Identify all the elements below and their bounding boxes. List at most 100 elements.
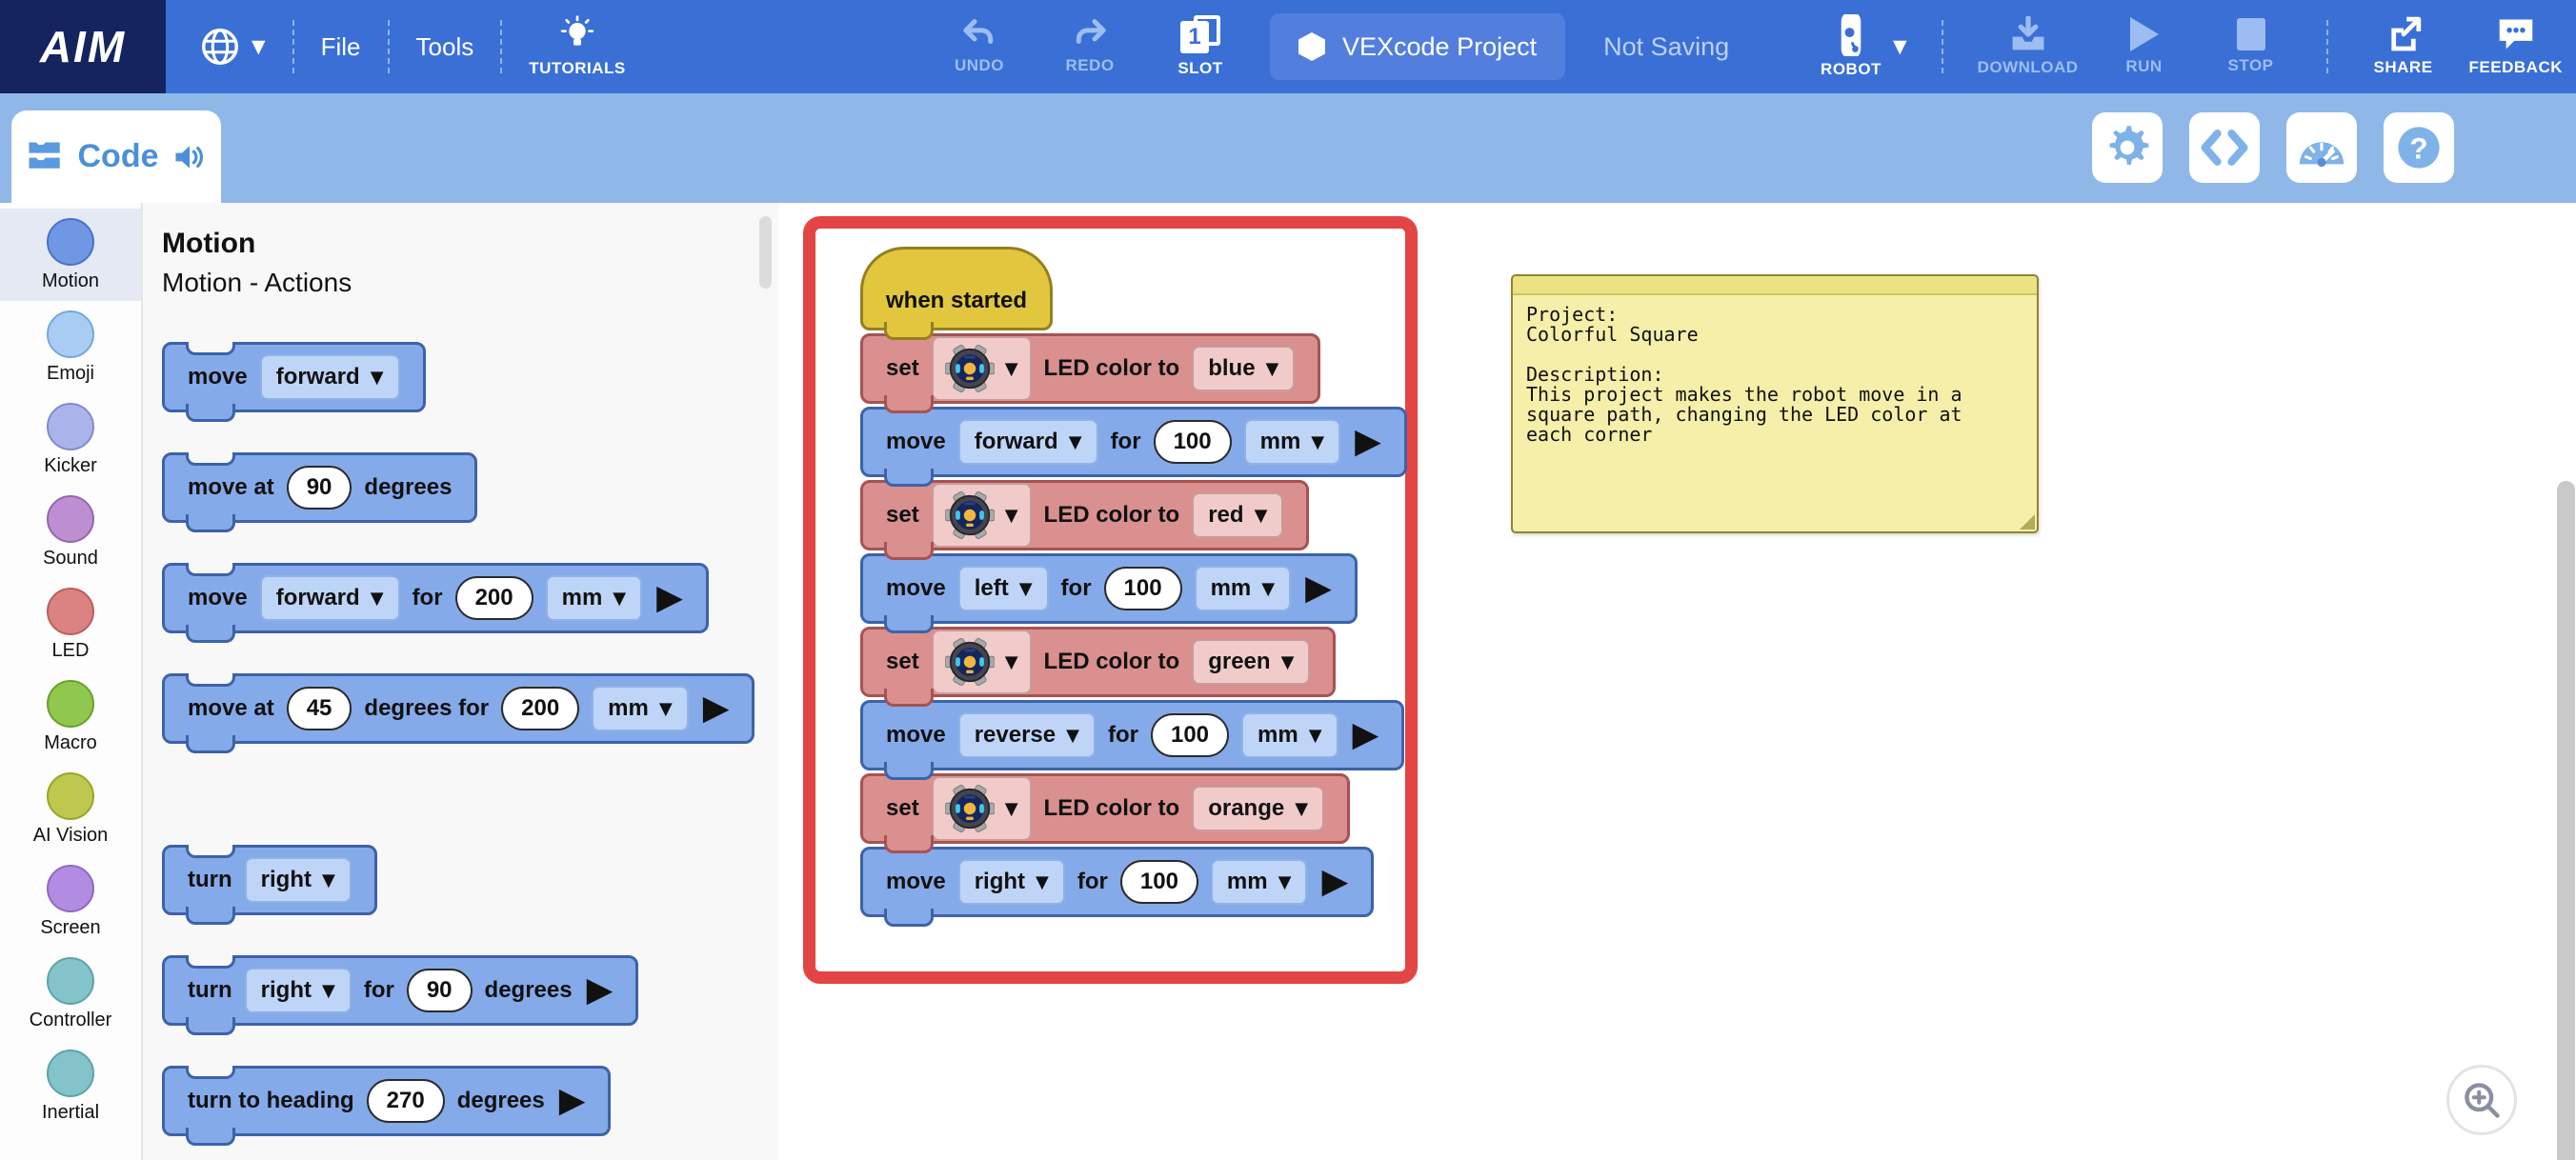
zoom-in-button[interactable] (2446, 1065, 2517, 1135)
comment-text[interactable]: Project: Colorful Square Description: Th… (1526, 303, 1962, 446)
sidebar-item-kicker[interactable]: Kicker (0, 393, 141, 486)
robot-selector-dropdown[interactable]: ▼ (931, 776, 1032, 841)
dropdown-blue[interactable]: blue▼ (1192, 346, 1296, 391)
dropdown-right[interactable]: right▼ (244, 857, 352, 903)
sidebar-item-led[interactable]: LED (0, 578, 141, 670)
number-input[interactable]: 100 (1150, 713, 1230, 757)
expand-arrow-icon[interactable]: ▶ (558, 1081, 586, 1120)
toolbar-row: Code (0, 93, 2576, 203)
project-comment-note[interactable]: Project: Colorful Square Description: Th… (1511, 274, 2039, 533)
redo-button[interactable]: REDO (1049, 18, 1131, 75)
tab-code[interactable]: Code (11, 110, 221, 203)
block-label: for (1110, 429, 1141, 454)
stop-button[interactable]: STOP (2210, 18, 2292, 75)
sidebar-item-screen[interactable]: Screen (0, 855, 141, 948)
undo-button[interactable]: UNDO (938, 18, 1020, 75)
dropdown-mm[interactable]: mm▼ (1210, 859, 1308, 905)
number-input[interactable]: 100 (1119, 860, 1198, 904)
page-scrollbar[interactable] (2557, 481, 2575, 1160)
tutorials-button[interactable]: TUTORIALS (529, 15, 625, 78)
dropdown-mm[interactable]: mm▼ (1194, 566, 1292, 611)
download-icon (2012, 16, 2043, 50)
share-button[interactable]: SHARE (2363, 16, 2445, 77)
dropdown-reverse[interactable]: reverse▼ (957, 712, 1096, 758)
dropdown-red[interactable]: red▼ (1192, 492, 1284, 538)
number-input[interactable]: 90 (406, 969, 473, 1012)
comment-title-bar[interactable] (1513, 276, 2037, 295)
tools-menu[interactable]: Tools (415, 31, 474, 61)
dropdown-value: mm (561, 585, 603, 610)
category-color-dot (47, 679, 94, 728)
run-button[interactable]: RUN (2103, 17, 2185, 76)
number-input[interactable]: 200 (454, 576, 533, 620)
sidebar-item-emoji[interactable]: Emoji (0, 301, 141, 393)
aim-logo[interactable]: AIM (0, 0, 166, 93)
number-input[interactable]: 90 (286, 466, 352, 510)
dropdown-left[interactable]: left▼ (957, 566, 1049, 611)
language-selector[interactable]: ▼ (198, 25, 266, 69)
sidebar-item-macro[interactable]: Macro (0, 670, 141, 763)
file-menu[interactable]: File (320, 31, 361, 61)
dropdown-mm[interactable]: mm▼ (1241, 712, 1338, 758)
robot-selector-dropdown[interactable]: ▼ (931, 630, 1032, 694)
monitor-button[interactable] (2286, 112, 2357, 183)
dropdown-right[interactable]: right▼ (957, 859, 1065, 905)
help-button[interactable]: ? (2384, 112, 2454, 183)
sidebar-item-ai-vision[interactable]: AI Vision (0, 763, 141, 855)
dropdown-mm[interactable]: mm▼ (545, 575, 643, 621)
dropdown-green[interactable]: green▼ (1192, 639, 1311, 685)
download-button[interactable]: DOWNLOAD (1978, 16, 2079, 77)
sidebar-item-controller[interactable]: Controller (0, 948, 141, 1040)
slot-button[interactable]: 1 SLOT (1159, 15, 1241, 78)
sidebar-item-motion[interactable]: Motion (0, 209, 141, 301)
block-label: degrees (456, 1088, 545, 1113)
dropdown-forward[interactable]: forward▼ (957, 419, 1098, 465)
robot-button[interactable]: ROBOT ▼ (1821, 14, 1907, 79)
dropdown-mm[interactable]: mm▼ (1243, 419, 1341, 465)
robot-selector-dropdown[interactable]: ▼ (931, 483, 1032, 548)
settings-button[interactable] (2092, 112, 2163, 183)
expand-arrow-icon[interactable]: ▶ (586, 970, 614, 1010)
expand-arrow-icon[interactable]: ▶ (656, 578, 683, 617)
robot-selector-dropdown[interactable]: ▼ (931, 336, 1032, 401)
dropdown-right[interactable]: right▼ (244, 968, 352, 1013)
palette-scrollbar[interactable] (759, 216, 772, 289)
code-view-button[interactable] (2189, 112, 2260, 183)
sidebar-item-sound[interactable]: Sound (0, 486, 141, 578)
expand-arrow-icon[interactable]: ▶ (1355, 422, 1381, 461)
number-input[interactable]: 45 (286, 687, 352, 730)
expand-arrow-icon[interactable]: ▶ (1352, 715, 1379, 754)
expand-arrow-icon[interactable]: ▶ (702, 689, 730, 728)
number-input[interactable]: 270 (366, 1079, 445, 1123)
comment-resize-handle[interactable] (2020, 514, 2035, 530)
expand-arrow-icon[interactable]: ▶ (1321, 862, 1349, 901)
project-name-button[interactable]: VEXcode Project (1270, 13, 1566, 80)
dropdown-forward[interactable]: forward▼ (259, 354, 400, 400)
number-input[interactable]: 200 (501, 687, 580, 730)
dropdown-mm[interactable]: mm▼ (592, 686, 689, 731)
feedback-button[interactable]: FEEDBACK (2469, 16, 2563, 77)
dropdown-forward[interactable]: forward▼ (259, 575, 400, 621)
expand-arrow-icon[interactable]: ▶ (1305, 569, 1332, 608)
number-input[interactable]: 100 (1153, 420, 1232, 464)
block-when-started[interactable]: when started (860, 247, 1054, 340)
dropdown-orange[interactable]: orange▼ (1192, 786, 1325, 831)
number-input[interactable]: 100 (1103, 567, 1182, 610)
sidebar-item-inertial[interactable]: Inertial (0, 1040, 141, 1132)
